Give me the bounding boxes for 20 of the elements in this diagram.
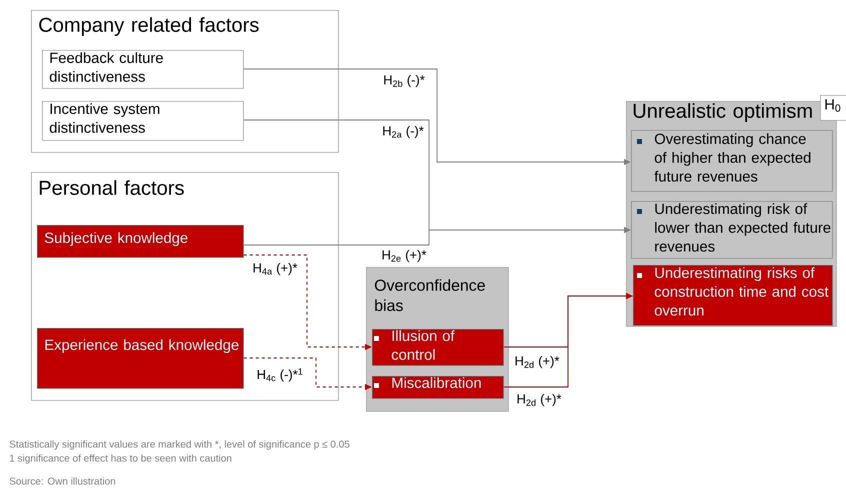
factor-box: Incentive system distinctiveness: [42, 101, 244, 141]
edge-label: H$_{4a}$ (+)*: [252, 262, 298, 276]
highlighted-box: Subjective knowledge: [37, 225, 244, 258]
factor-box: H$_{0}$: [820, 95, 846, 121]
item-box: Overestimating chance of higher than expected future revenues: [631, 130, 833, 192]
edge-label: H$_{2d}$ (+)*: [514, 354, 560, 370]
edge-label: H$_{4c}$ (-)*$^{1}$: [256, 367, 304, 383]
edge-label: H$_{2a}$ (-)*: [381, 124, 425, 140]
note-text: Statistically significant values are marked with *, level of significance p ≤ 0.05: [10, 440, 350, 450]
highlighted-box: Experience based knowledge: [37, 328, 244, 389]
factor-box: Feedback culture distinctiveness: [42, 50, 244, 89]
edge-label: H$_{2d}$ (+)*: [516, 392, 562, 408]
highlighted-box: Illusion of control: [372, 329, 504, 366]
edge-label: H$_{2b}$ (-)*: [382, 74, 426, 88]
edge-label: H$_{2e}$ (+)*: [380, 248, 428, 264]
highlighted-box: Miscalibration: [372, 376, 504, 399]
note-text: 1 significance of effect has to be seen with caution: [10, 454, 232, 464]
item-box: Underestimating risk of lower than expected future revenues: [631, 201, 833, 259]
note-text: Source: Own illustration: [10, 477, 116, 485]
highlighted-box: Underestimating risks of construction time and cost overrun: [633, 265, 833, 326]
